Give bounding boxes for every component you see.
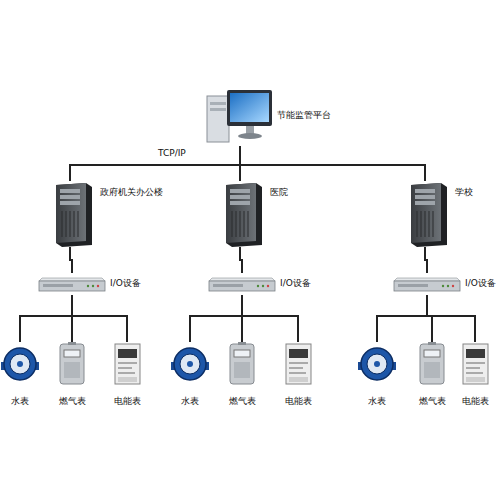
network-line <box>427 295 475 342</box>
node-label: 水表 <box>165 396 215 407</box>
node-label: 燃气表 <box>217 396 267 407</box>
network-line <box>240 247 242 273</box>
node-label: 电能表 <box>450 396 500 407</box>
electric-meter-icon <box>107 342 147 386</box>
gas-meter: 燃气表 <box>407 342 457 410</box>
electric-meter-icon <box>455 342 495 386</box>
node-label: I/O设备 <box>110 278 141 289</box>
node-label: 水表 <box>352 396 402 407</box>
protocol-label: TCP/IP <box>158 148 186 158</box>
gas-meter-icon <box>52 342 92 386</box>
io-device: I/O设备 <box>393 273 500 295</box>
network-line <box>70 247 72 273</box>
io-device-icon <box>38 275 106 293</box>
network-line <box>242 295 298 342</box>
water-meter: 水表 <box>165 342 215 410</box>
water-meter: 水表 <box>352 342 402 410</box>
platform-computer-icon <box>205 86 275 146</box>
electric-meter: 电能表 <box>102 342 152 410</box>
node-label: 燃气表 <box>47 396 97 407</box>
gas-meter-icon <box>222 342 262 386</box>
electric-meter: 电能表 <box>450 342 500 410</box>
server-node: 医院 <box>212 181 334 247</box>
water-meter-icon <box>357 342 397 386</box>
node-label: 政府机关办公楼 <box>100 187 163 198</box>
server-node-icon <box>397 181 453 247</box>
node-label: 燃气表 <box>407 396 457 407</box>
gas-meter: 燃气表 <box>47 342 97 410</box>
network-line <box>425 247 427 273</box>
server-node-icon <box>42 181 98 247</box>
server-node: 政府机关办公楼 <box>42 181 164 247</box>
io-device-icon <box>208 275 276 293</box>
electric-meter-icon <box>278 342 318 386</box>
network-line <box>377 295 427 342</box>
network-line <box>240 146 425 181</box>
water-meter-icon <box>170 342 210 386</box>
gas-meter-icon <box>412 342 452 386</box>
gas-meter: 燃气表 <box>217 342 267 410</box>
node-label: 节能监管平台 <box>277 110 331 121</box>
network-line <box>72 295 127 342</box>
network-line <box>70 146 240 181</box>
server-node-icon <box>212 181 268 247</box>
io-device-icon <box>393 275 461 293</box>
platform-computer: 节能监管平台 <box>205 86 345 146</box>
io-device: I/O设备 <box>38 273 163 295</box>
node-label: 学校 <box>455 187 473 198</box>
node-label: I/O设备 <box>465 278 496 289</box>
node-label: I/O设备 <box>280 278 311 289</box>
node-label: 电能表 <box>273 396 323 407</box>
electric-meter: 电能表 <box>273 342 323 410</box>
network-line <box>190 295 242 342</box>
io-device: I/O设备 <box>208 273 333 295</box>
node-label: 水表 <box>0 396 45 407</box>
node-label: 电能表 <box>102 396 152 407</box>
water-meter: 水表 <box>0 342 45 410</box>
network-line <box>20 295 72 342</box>
server-node: 学校 <box>397 181 497 247</box>
water-meter-icon <box>0 342 40 386</box>
node-label: 医院 <box>270 187 288 198</box>
